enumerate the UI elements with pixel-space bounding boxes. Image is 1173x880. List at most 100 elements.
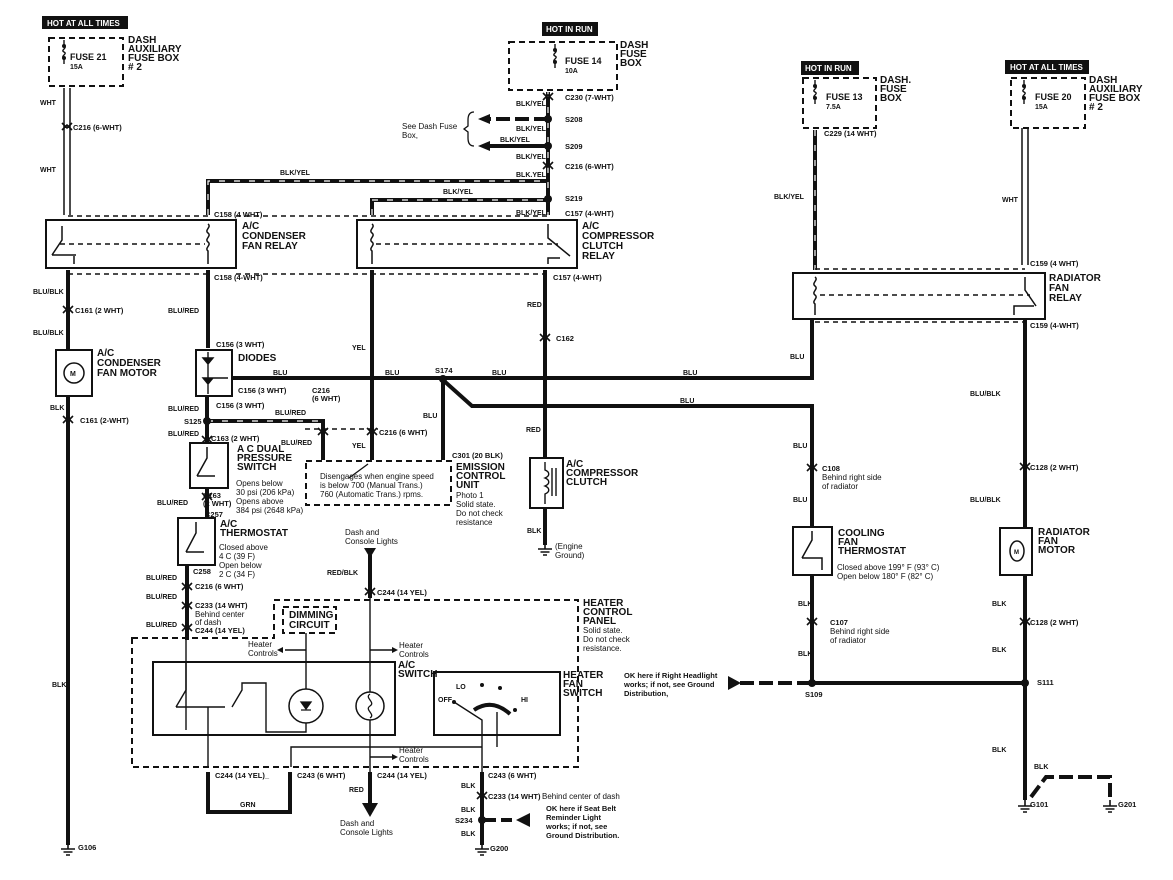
fuse-name: FUSE 20 — [1035, 92, 1072, 102]
condenser-fan-motor: M A/C CONDENSER FAN MOTOR — [55, 348, 162, 397]
fuse-box-label: DASH — [128, 35, 156, 46]
connector-label: C156 (3 WHT) — [216, 401, 265, 410]
wire-label: BLU/RED — [146, 594, 177, 601]
component-label: CLUTCH — [566, 477, 607, 488]
component-label: A/C — [582, 221, 599, 232]
wire-label: BLK.YEL — [516, 172, 547, 179]
component-label: A/C — [220, 519, 237, 530]
connector-label: C107 — [830, 618, 848, 627]
heater-controls-note: Heater — [248, 640, 272, 649]
power-badge — [1005, 60, 1089, 74]
component-label: COMPRESSOR — [582, 231, 655, 242]
connector-label: C157 (4-WHT) — [553, 273, 602, 282]
wire-label: BLK/YEL — [443, 189, 474, 196]
note-text: Behind right side — [822, 473, 882, 482]
note-text: Console Lights — [345, 537, 398, 546]
connector-label: C159 (4 WHT) — [1030, 259, 1079, 268]
connector-label: C162 — [556, 334, 574, 343]
connector-label: C161 (2-WHT) — [80, 416, 129, 425]
component-label: PRESSURE — [237, 453, 292, 464]
wire-label: BLK — [461, 807, 475, 814]
wire-label: YEL — [352, 443, 366, 450]
fuse-box-label: # 2 — [128, 62, 142, 73]
wire-label: WHT — [40, 167, 57, 174]
bulb-filament — [367, 693, 373, 719]
wire-label: BLU — [683, 370, 697, 377]
component-label: HEATER — [563, 670, 604, 681]
wire-label: BLU/BLK — [970, 391, 1001, 398]
component-label: SWITCH — [237, 462, 276, 473]
power-badge — [42, 16, 128, 29]
fuse-box-outline — [802, 77, 877, 129]
ac-switch-box — [152, 661, 396, 736]
connector-label: C257 — [205, 510, 223, 519]
wire-label: BLU/RED — [168, 308, 199, 315]
ecu-description: is below 700 (Manual Trans.) — [320, 481, 423, 490]
wire-label: RED — [526, 427, 541, 434]
component-note: Solid state. — [583, 626, 623, 635]
arrow-icon — [364, 548, 376, 558]
fuse-13-source: HOT IN RUN FUSE 13 7.5A DASH. FUSE BOX — [801, 61, 911, 129]
motor-symbol: M — [70, 371, 76, 378]
ground-label: G101 — [1030, 800, 1048, 809]
component-label: FAN — [563, 679, 583, 690]
wire-label: RED/BLK — [327, 570, 358, 577]
fuse-box-label: DASH. — [880, 75, 911, 86]
fuse-box-outline — [48, 37, 124, 87]
motor-box — [999, 527, 1033, 576]
note-text: of dash — [195, 618, 221, 627]
power-label: HOT IN RUN — [546, 25, 593, 34]
switch-position — [452, 700, 456, 704]
fan-switch-contact — [472, 702, 512, 716]
note-text: works; if not, see — [545, 822, 607, 831]
fuse-rating: 10A — [565, 68, 578, 75]
wire-label: BLU/RED — [157, 500, 188, 507]
connector-label: C229 (14 WHT) — [824, 129, 877, 138]
switch-icon — [196, 447, 215, 477]
internal-wiring — [185, 598, 482, 775]
switch-position — [498, 686, 502, 690]
condenser-fan-relay: A/C CONDENSER FAN RELAY — [45, 215, 307, 275]
component-label: FAN — [1038, 536, 1058, 547]
component-label: CIRCUIT — [289, 620, 330, 631]
splice-s125 — [203, 417, 211, 425]
component-label: SWITCH — [398, 669, 437, 680]
component-label: CLUTCH — [582, 241, 623, 252]
component-note: 384 psi (2648 kPa) — [236, 506, 303, 515]
connector-label: C244 (14 YEL) — [377, 588, 427, 597]
ground-label: G106 — [78, 843, 96, 852]
splice-s174 — [439, 375, 447, 383]
connector-label: C243 (6 WHT) — [488, 771, 537, 780]
connector-label: C216 (6 WHT) — [195, 582, 244, 591]
wire-label: RED — [349, 787, 364, 794]
connector-label: C163 — [203, 491, 221, 500]
wire-grn — [206, 772, 292, 814]
wire-label: BLU/BLK — [970, 497, 1001, 504]
connector-label: C158 (4-WHT) — [214, 273, 263, 282]
wire-label: BLK — [461, 783, 475, 790]
fuse-box-label: BOX — [620, 58, 642, 69]
wire-label: BLK/YEL — [774, 194, 805, 201]
component-note: Closed above 199° F (93° C) — [837, 563, 940, 572]
wire-label: BLK — [992, 747, 1006, 754]
wire-wht — [63, 88, 71, 215]
note-text: Dash and — [345, 528, 379, 537]
wire-label: BLU/RED — [275, 410, 306, 417]
component-label: FAN RELAY — [242, 241, 298, 252]
component-note: Do not check — [583, 635, 631, 644]
splice-s109 — [808, 679, 816, 687]
wire-label: WHT — [40, 100, 57, 107]
wire-wht — [1021, 128, 1029, 265]
dimming-circuit-box — [282, 606, 337, 634]
wire-label: BLK — [992, 647, 1006, 654]
connector-label: C244 (14 YEL) — [377, 771, 427, 780]
fuse-name: FUSE 13 — [826, 92, 863, 102]
connector-label: C233 (14 WHT) — [488, 792, 541, 801]
power-badge — [542, 22, 598, 36]
relay-box — [792, 272, 1046, 320]
ground-icon — [1102, 799, 1118, 813]
pointer-line — [348, 463, 369, 479]
diode-icon — [201, 352, 228, 394]
fan-switch-wiper — [453, 701, 511, 772]
connector-label: C108 — [822, 464, 840, 473]
